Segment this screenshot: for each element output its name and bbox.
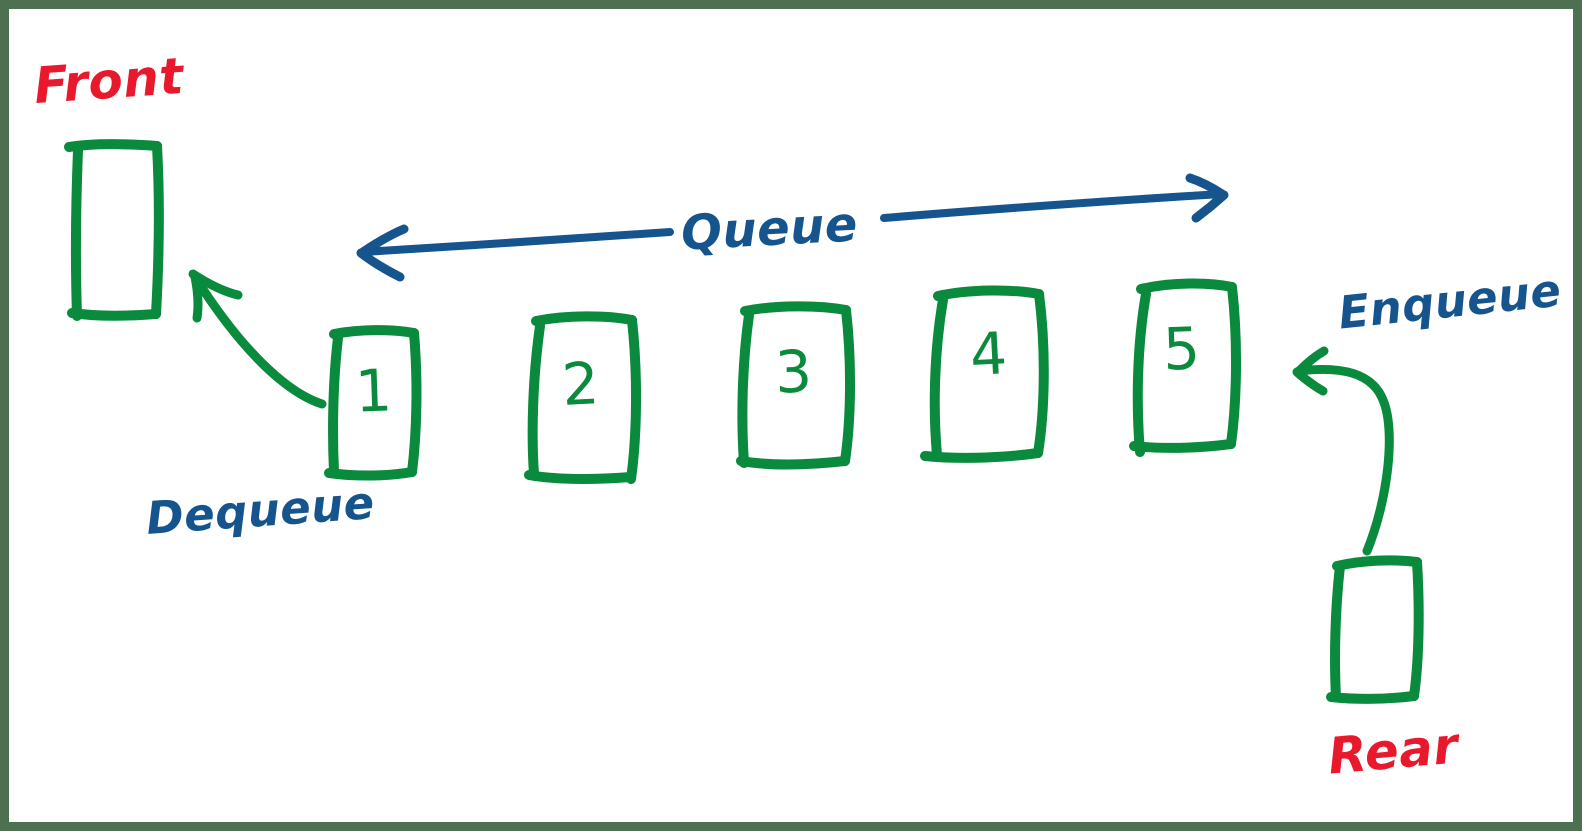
queue-box-value-5: 5 <box>1161 314 1202 384</box>
queue-box-value-1: 1 <box>353 356 394 426</box>
dequeue-arrow <box>188 269 327 409</box>
queue-box-5 <box>1129 278 1242 457</box>
front-pointer-box <box>64 139 164 321</box>
queue-label: Queue <box>679 196 860 262</box>
queue-box-3 <box>736 301 856 470</box>
queue-box-2 <box>524 311 642 484</box>
rear-label: Rear <box>1325 716 1461 786</box>
rear-pointer-box <box>1326 555 1424 704</box>
queue-box-1 <box>324 325 422 481</box>
front-label: Front <box>32 46 186 116</box>
queue-right-arrow <box>880 173 1229 223</box>
queue-box-4 <box>920 285 1049 463</box>
enqueue-arrow <box>1292 346 1394 556</box>
queue-box-value-3: 3 <box>773 337 814 407</box>
queue-left-arrow <box>356 224 674 282</box>
queue-box-value-2: 2 <box>560 349 601 419</box>
queue-box-value-4: 4 <box>968 319 1009 389</box>
